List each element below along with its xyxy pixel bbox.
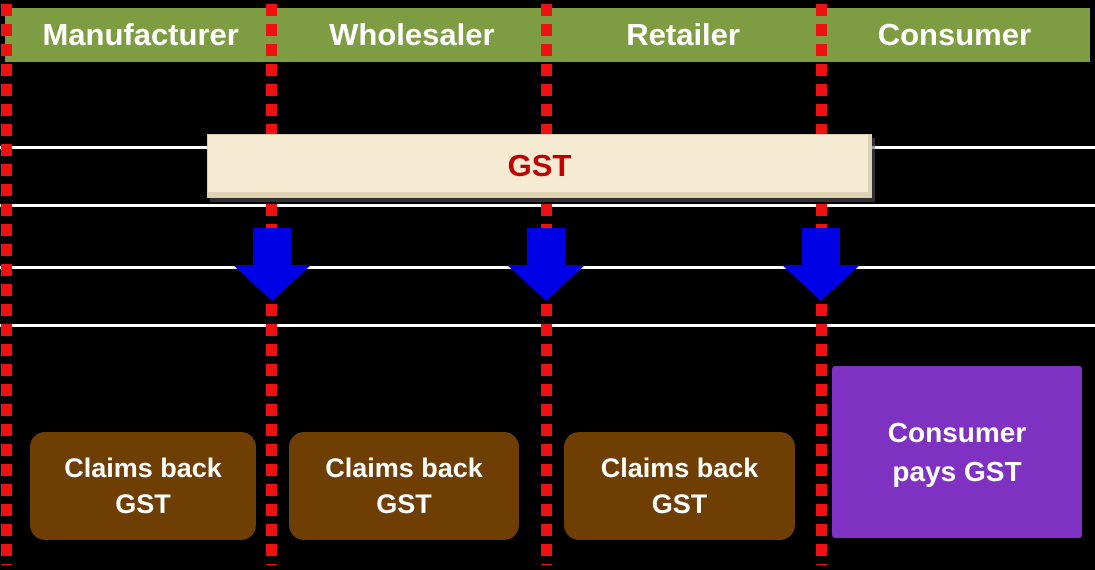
claims-back-gst-label: Claims back GST: [325, 452, 483, 519]
header-cell-consumer: Consumer: [819, 8, 1090, 62]
claims-back-gst-box-wholesaler: Claims back GST: [289, 432, 519, 540]
arrow-stem: [527, 228, 565, 265]
down-arrow-icon-1: [233, 228, 311, 301]
down-arrow-icon-3: [782, 228, 860, 301]
consumer-pays-gst-box: Consumer pays GST: [832, 366, 1082, 538]
arrow-head: [507, 265, 585, 301]
column-divider-left-edge: [1, 4, 12, 565]
arrow-head: [782, 265, 860, 301]
arrow-stem: [253, 228, 291, 265]
claims-back-gst-box-retailer: Claims back GST: [564, 432, 795, 540]
arrow-stem: [802, 228, 840, 265]
claims-back-gst-label: Claims back GST: [64, 452, 222, 519]
header-label-consumer: Consumer: [877, 17, 1032, 52]
gst-bar-label: GST: [507, 148, 572, 183]
claims-back-gst-label: Claims back GST: [600, 452, 759, 519]
header-label-manufacturer: Manufacturer: [42, 17, 239, 52]
header-label-wholesaler: Wholesaler: [329, 17, 495, 52]
gst-bar: GST: [207, 134, 872, 198]
claims-back-gst-box-manufacturer: Claims back GST: [30, 432, 256, 540]
header-label-retailer: Retailer: [626, 17, 740, 52]
consumer-pays-gst-label: Consumer pays GST: [887, 416, 1027, 487]
down-arrow-icon-2: [507, 228, 585, 301]
arrow-head: [233, 265, 311, 301]
header-cell-manufacturer: Manufacturer: [5, 8, 276, 62]
header-cell-retailer: Retailer: [548, 8, 819, 62]
header-cell-wholesaler: Wholesaler: [276, 8, 547, 62]
